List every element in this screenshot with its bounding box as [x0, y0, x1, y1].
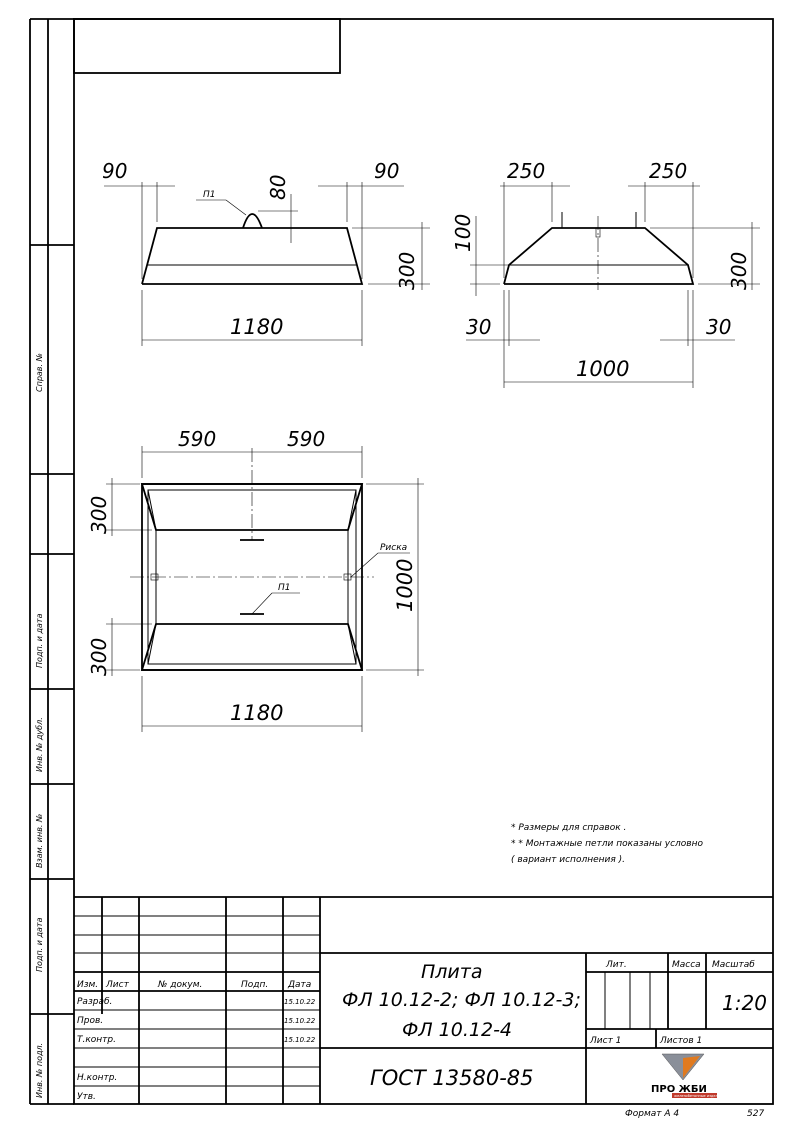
row-role: Разраб.: [77, 997, 112, 1007]
dim-text: 1180: [230, 701, 283, 725]
col-header: Лист: [105, 980, 130, 990]
loop-label: П1: [203, 190, 216, 200]
dim-text: 80: [266, 175, 290, 200]
sheet-frame: [29, 18, 774, 1105]
dim-text: 100: [451, 214, 475, 252]
sheets-label: Листов 1: [659, 1036, 702, 1046]
dim-text: 1000: [393, 559, 417, 612]
mass-label: Масса: [672, 960, 701, 970]
dim-text: 30: [706, 315, 731, 339]
side-stamp-label: Подп. и дата: [35, 613, 44, 668]
side-view: 250 250 100 300 30 30 1000: [451, 159, 760, 388]
dim-text: 590: [287, 427, 325, 451]
row-role: Т.контр.: [77, 1035, 116, 1045]
dim-text: 300: [727, 252, 751, 290]
risk-label: Риска: [380, 543, 407, 553]
side-stamp-label: Подп. и дата: [35, 917, 44, 972]
dim-text: 300: [87, 638, 111, 676]
dim-text: 250: [649, 159, 687, 183]
dim-text: 300: [395, 252, 419, 290]
dim-text: 90: [102, 159, 127, 183]
logo-text: ПРО ЖБИ: [651, 1084, 707, 1095]
side-stamp-label: Взам. инв. №: [35, 814, 44, 868]
row-date: 15.10.22: [284, 1036, 316, 1044]
col-header: Подп.: [241, 980, 268, 990]
sheet-label: Лист 1: [589, 1036, 621, 1046]
dim-text: 590: [178, 427, 216, 451]
dim-text: 1000: [576, 357, 629, 381]
dim-text: 90: [374, 159, 399, 183]
gost-designation: ГОСТ 13580-85: [370, 1066, 534, 1090]
lit-label: Лит.: [605, 960, 627, 970]
row-role: Н.контр.: [77, 1073, 117, 1083]
side-stamp-label: Справ. №: [35, 353, 44, 392]
col-header: Изм.: [77, 980, 98, 990]
side-stamp-label: Инв. № дубл.: [35, 717, 44, 772]
document-title: Плита: [421, 961, 483, 983]
side-stamp-label: Инв. № подл.: [35, 1043, 44, 1098]
scale-label: Масштаб: [712, 960, 755, 970]
note-line: * * Монтажные петли показаны условно: [511, 839, 703, 849]
plan-view: Риска П1 590 590 300 300 1000 1180: [87, 427, 424, 732]
dim-text: 1180: [230, 315, 283, 339]
document-title: ФЛ 10.12-2; ФЛ 10.12-3;: [342, 989, 581, 1011]
page-number: 527: [747, 1109, 764, 1119]
scale-value: 1:20: [722, 991, 767, 1015]
dim-text: 250: [507, 159, 545, 183]
col-header: № докум.: [157, 980, 202, 990]
company-logo: ПРО ЖБИ железобетонные изделия: [649, 1053, 722, 1098]
format-label: Формат А 4: [625, 1109, 679, 1119]
dim-text: 30: [466, 315, 491, 339]
note-line: * Размеры для справок .: [511, 823, 626, 833]
col-header: Дата: [287, 980, 311, 990]
note-line: ( вариант исполнения ).: [511, 855, 625, 865]
row-date: 15.10.22: [284, 998, 316, 1006]
front-view: 90 90 80 П1 300 1180: [102, 159, 430, 346]
side-stamp: Справ. № Подп. и дата Инв. № дубл. Взам.…: [35, 353, 44, 1098]
dim-text: 300: [87, 496, 111, 534]
footer: Формат А 4 527: [625, 1109, 764, 1119]
notes: * Размеры для справок . * * Монтажные пе…: [511, 823, 703, 865]
logo-subtext: железобетонные изделия: [674, 1094, 722, 1098]
title-block: Изм. Лист № докум. Подп. Дата Разраб. Пр…: [74, 896, 773, 1104]
loop-label: П1: [278, 583, 291, 593]
row-role: Пров.: [77, 1016, 103, 1026]
row-role: Утв.: [77, 1092, 96, 1102]
document-title: ФЛ 10.12-4: [402, 1019, 512, 1041]
row-date: 15.10.22: [284, 1017, 316, 1025]
